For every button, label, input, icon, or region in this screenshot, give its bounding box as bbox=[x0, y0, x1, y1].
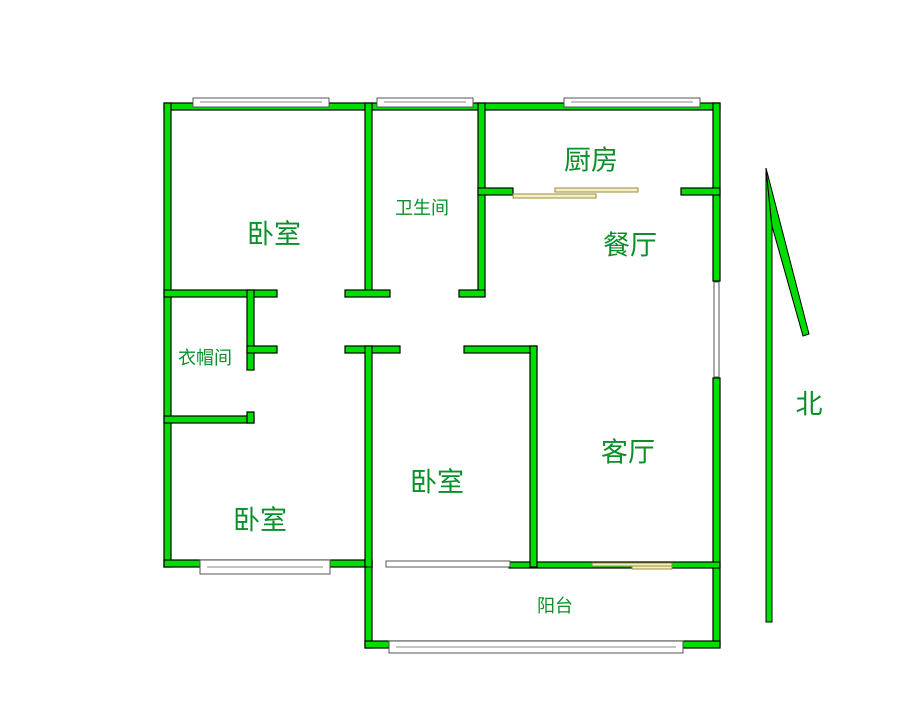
sliding-doors bbox=[512, 187, 673, 570]
wall-west bbox=[163, 102, 172, 568]
window-center-bed bbox=[385, 560, 511, 568]
kitchen-slide-door-a bbox=[512, 193, 597, 199]
north-arrow-icon bbox=[765, 167, 773, 623]
wall-east-lower bbox=[712, 377, 721, 647]
wall-kitchen-stub-left bbox=[477, 187, 514, 196]
room-label-balcony: 阳台 bbox=[537, 596, 573, 617]
room-label-wardrobe: 衣帽间 bbox=[178, 348, 232, 369]
wall-bed-south-stub-b bbox=[344, 289, 391, 298]
wall-center-bed-west bbox=[364, 345, 373, 568]
wall-bed-south-stub-a bbox=[163, 289, 278, 298]
room-label-bedroom-nw: 卧室 bbox=[247, 219, 301, 251]
wall-bed-bath bbox=[364, 102, 373, 297]
compass-north-label: 北 bbox=[795, 389, 823, 421]
wall-center-bed-east bbox=[529, 345, 538, 568]
kitchen-slide-door-b bbox=[554, 187, 639, 193]
room-label-bedroom-sw: 卧室 bbox=[233, 505, 287, 537]
north-arrow-head-icon bbox=[765, 167, 810, 337]
room-label-bedroom-center: 卧室 bbox=[410, 467, 464, 499]
wall-bath-south-stub bbox=[458, 289, 486, 298]
compass bbox=[765, 167, 810, 623]
wall-bath-kitchen bbox=[477, 102, 486, 297]
wall-balcony-west bbox=[364, 559, 373, 649]
wall-wardrobe-east bbox=[246, 289, 255, 371]
wall-center-bed-north-b bbox=[463, 345, 538, 354]
balcony-slide-door-b bbox=[631, 565, 673, 570]
room-label-bathroom: 卫生间 bbox=[395, 198, 449, 219]
room-label-living: 客厅 bbox=[601, 437, 655, 469]
interior-walls bbox=[163, 102, 721, 568]
room-label-kitchen: 厨房 bbox=[564, 145, 618, 177]
wall-wardrobe-south-tip bbox=[246, 411, 255, 424]
wall-kitchen-stub-right bbox=[680, 187, 721, 196]
wall-wardrobe-south bbox=[163, 415, 255, 424]
window-east bbox=[713, 281, 720, 378]
wall-wardrobe-stub bbox=[246, 345, 278, 354]
room-label-dining: 餐厅 bbox=[603, 230, 657, 262]
windows bbox=[192, 97, 720, 654]
